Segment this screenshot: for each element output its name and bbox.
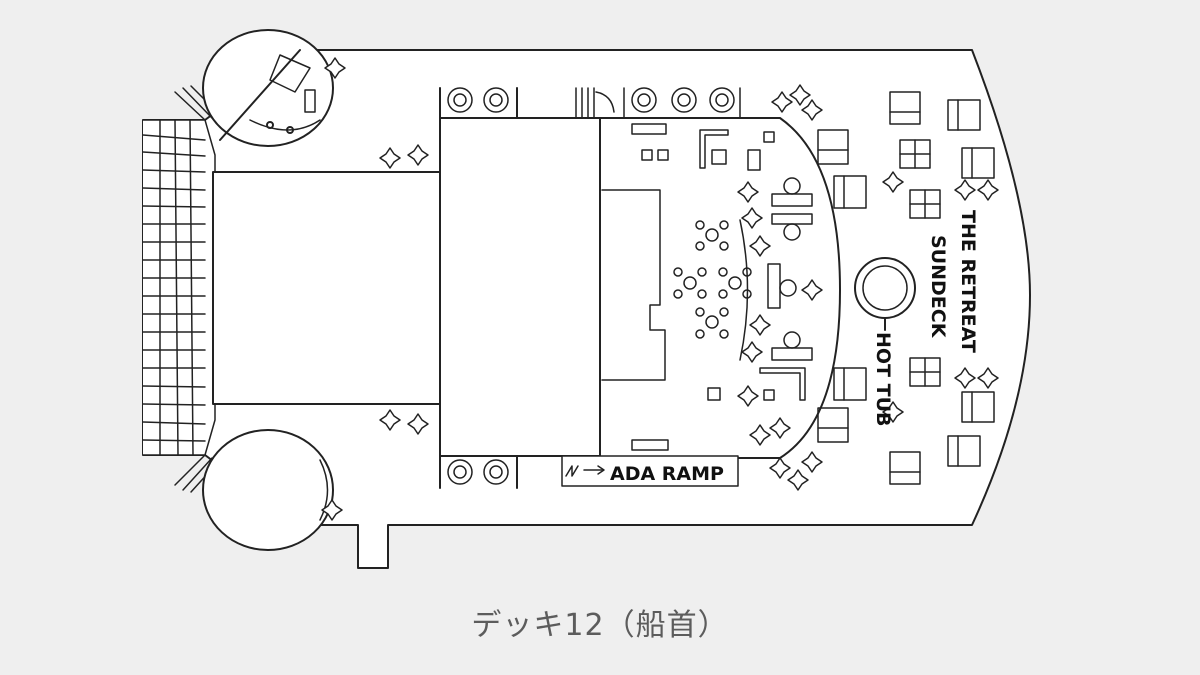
central-section xyxy=(439,87,601,489)
lounge-area xyxy=(599,117,841,459)
pool-area xyxy=(212,171,442,405)
hot-tub xyxy=(854,257,916,331)
hot-tub-label: HOT TUB xyxy=(872,332,894,427)
plants xyxy=(321,57,999,521)
deck-caption: デッキ12（船首） xyxy=(471,608,729,643)
loungers xyxy=(817,91,995,485)
table-sets xyxy=(673,177,813,361)
ada-ramp-label: ADA RAMP xyxy=(610,463,724,485)
stairs xyxy=(575,87,615,119)
bottom-round-platform xyxy=(202,429,334,551)
ada-ramp: ADA RAMP xyxy=(561,455,739,487)
retreat-label: THE RETREAT xyxy=(957,210,979,353)
stern-steps xyxy=(142,85,221,493)
sundeck-label: SUNDECK xyxy=(927,235,949,339)
round-seats xyxy=(447,87,741,485)
top-round-platform xyxy=(202,29,334,147)
